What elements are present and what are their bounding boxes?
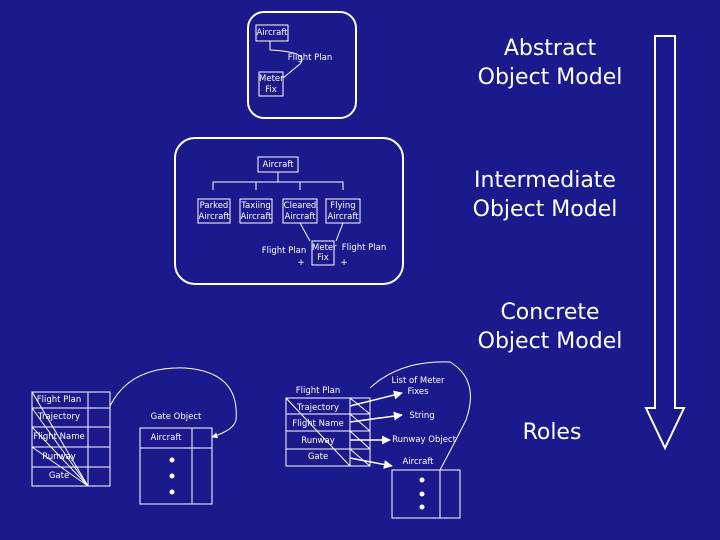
roles-label: Roles [522, 420, 582, 445]
mid-table-trajectory: Trajectory [297, 403, 339, 413]
arrow-name-to-string [349, 411, 403, 423]
right-aircraft-label: Aircraft [402, 457, 434, 467]
string-label: String [409, 411, 435, 421]
right-dot [419, 477, 425, 483]
abstract-title-line2: Object Model [477, 65, 623, 90]
mid-table-flight-plan: Flight Plan [295, 386, 341, 396]
intermediate-model-frame [174, 137, 404, 285]
intermediate-flight-plan-left: Flight Plan [261, 246, 307, 256]
mid-table-gate: Gate [307, 452, 329, 462]
list-meter-label-2: Fixes [407, 387, 429, 397]
abstract-meter-fix-box [258, 71, 284, 97]
arrow-gate-to-aircraft [349, 457, 393, 469]
abstract-model-frame [247, 11, 357, 119]
intermediate-plus-right: + [340, 258, 348, 268]
intermediate-fix-label: Fix [317, 253, 329, 263]
curve-left-to-mid [109, 367, 237, 439]
gate-object-label: Gate Object [150, 412, 202, 422]
left-table-flight-plan: Flight Plan [36, 395, 82, 405]
intermediate-link-left [299, 222, 311, 242]
parked-aircraft-box [197, 198, 231, 224]
gate-aircraft-label: Aircraft [150, 433, 182, 443]
right-dot [419, 491, 425, 497]
gate-dot [169, 457, 175, 463]
parked-label-2: Aircraft [198, 212, 230, 222]
list-meter-label-1: List of Meter [391, 376, 445, 386]
taxiing-aircraft-box [239, 198, 273, 224]
intermediate-meter-fix-box [311, 240, 335, 266]
curve-mid-to-right [369, 361, 471, 471]
gate-dot [169, 473, 175, 479]
abstract-connector [269, 41, 303, 79]
intermediate-plus-left: + [297, 258, 305, 268]
intermediate-link-right [335, 222, 344, 242]
left-table-grid [31, 391, 111, 487]
flying-label-2: Aircraft [327, 212, 359, 222]
runway-object-label: Runway Object [392, 435, 456, 445]
mid-table-runway: Runway [301, 436, 335, 446]
right-aircraft-table [391, 469, 461, 519]
flying-label-1: Flying [330, 201, 356, 211]
left-table-trajectory: Trajectory [38, 412, 80, 422]
intermediate-flight-plan-right: Flight Plan [341, 243, 387, 253]
downward-arrow [644, 35, 686, 451]
abstract-meter-label: Meter [259, 74, 284, 84]
abstract-flight-plan-label: Flight Plan [287, 53, 333, 63]
intermediate-title-line1: Intermediate [474, 168, 616, 193]
abstract-aircraft-box [255, 24, 289, 42]
left-table-flight-name: Flight Name [33, 432, 85, 442]
abstract-fix-label: Fix [265, 85, 277, 95]
concrete-title-line2: Object Model [477, 329, 623, 354]
left-table-gate: Gate [48, 471, 70, 481]
intermediate-title-line2: Object Model [472, 197, 618, 222]
left-table-runway: Runway [42, 452, 76, 462]
taxiing-label-2: Aircraft [240, 212, 272, 222]
intermediate-aircraft-label: Aircraft [262, 160, 294, 170]
concrete-title-line1: Concrete [500, 300, 600, 325]
abstract-title-line1: Abstract [503, 36, 597, 61]
taxiing-label-1: Taxiing [241, 201, 271, 211]
gate-dot [169, 489, 175, 495]
parked-label-1: Parked [199, 201, 229, 211]
arrow-trajectory-to-meter [349, 390, 403, 407]
abstract-aircraft-label: Aircraft [256, 28, 288, 38]
intermediate-meter-label: Meter [312, 243, 337, 253]
gate-object-table [139, 427, 213, 505]
mid-table-grid [285, 397, 371, 467]
right-dot [419, 504, 425, 510]
mid-table-flight-name: Flight Name [292, 419, 344, 429]
cleared-label-2: Aircraft [284, 212, 316, 222]
cleared-label-1: Cleared [283, 201, 317, 211]
intermediate-hierarchy [212, 172, 344, 190]
